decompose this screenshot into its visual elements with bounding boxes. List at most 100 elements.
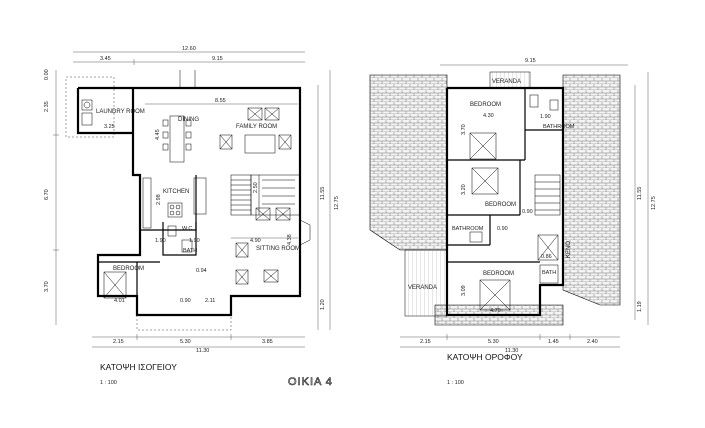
upper-right-dimensions: 11.55 12.75 1.19 <box>634 72 657 325</box>
ground-bottom-dimensions: 2.15 5.30 3.85 11.30 <box>92 334 305 354</box>
house-stamp: ΟΙΚΙΑ 4 <box>288 376 333 388</box>
bathroom1-wc <box>549 99 559 111</box>
dining-table <box>162 115 192 163</box>
dim-laundry-w: 3.25 <box>104 124 115 130</box>
room-bathroom1: BATHROOM <box>543 124 575 130</box>
kitchen-walls <box>139 175 197 231</box>
bedroom-walls <box>98 261 160 296</box>
dim-bath-small: 0.90 <box>497 226 508 232</box>
ground-floor-scale: 1 : 100 <box>100 380 117 386</box>
wc-fixture <box>167 225 177 237</box>
dim-bottom-b: 5.30 <box>180 339 191 345</box>
porch-outline <box>136 315 232 331</box>
bedroom1-walls <box>447 88 526 161</box>
sink-fixture <box>81 112 93 126</box>
kitchen-stove <box>167 202 183 218</box>
room-bedroom3: BEDROOM <box>483 271 514 277</box>
dim-bed-w3: 2.11 <box>205 298 215 304</box>
entry-door-top <box>179 70 196 88</box>
upper-floor-plan: 9.15 VERANDA VERANDA BEDROOM 4.30 3.70 1… <box>369 58 657 386</box>
dim-upper-bottom-total: 11.30 <box>505 348 518 354</box>
sitting-room-furniture <box>235 207 291 285</box>
dim-bed-w1: 4.01 <box>114 298 125 304</box>
ground-right-dimensions: 11.55 12.75 1.20 <box>317 70 340 330</box>
upper-floor-scale: 1 : 100 <box>447 380 464 386</box>
dim-left-b: 2.35 <box>44 101 50 112</box>
dim-bottom-total: 11.30 <box>196 348 209 354</box>
room-bath-upper: BATH <box>542 270 556 276</box>
dim-bed1-h: 3.70 <box>461 124 467 135</box>
dim-bath-w2: 1.90 <box>189 238 200 244</box>
dim-upper-bottom-d: 2.40 <box>587 339 598 345</box>
roof-left <box>369 74 448 251</box>
dim-dining-w: 8.55 <box>215 98 226 104</box>
dim-right-b: 12.75 <box>334 196 340 210</box>
bed-upper2 <box>471 167 499 195</box>
dim-upper-bottom-b: 5.30 <box>488 339 499 345</box>
staircase-ground <box>230 174 300 216</box>
ground-left-dimensions: 0.00 2.35 6.70 3.70 <box>44 69 59 325</box>
staircase-upper <box>534 174 561 216</box>
bedroom2-walls <box>447 160 521 216</box>
room-keno: ΚΕΝΟ <box>566 241 572 258</box>
dim-bottom-c: 3.85 <box>262 339 273 345</box>
dim-upper-bottom-a: 2.15 <box>420 339 431 345</box>
dim-upper-bottom-c: 1.45 <box>548 339 559 345</box>
dim-upper-right-c: 1.19 <box>637 301 643 312</box>
room-family: FAMILY ROOM <box>236 124 277 130</box>
dim-small: 0.94 <box>196 268 207 274</box>
bed-ground <box>103 271 127 299</box>
dim-top-left: 3.45 <box>100 56 111 62</box>
roof-right <box>562 74 621 306</box>
bathroom2-walls <box>447 215 491 246</box>
room-bedroom-ground: BEDROOM <box>113 266 144 272</box>
dim-bed2-w: 0.90 <box>522 209 533 215</box>
ground-top-dimensions: 12.60 3.45 9.15 <box>73 46 305 65</box>
bathroom2-fixture <box>469 231 483 243</box>
laundry-walls <box>76 86 133 135</box>
fireplace <box>299 219 311 246</box>
dim-upper-top: 9.15 <box>525 58 536 64</box>
label-bath: BATH <box>183 248 197 254</box>
room-laundry: LAUNDRY ROOM <box>96 109 145 115</box>
bathroom1-tub <box>529 94 539 108</box>
room-sitting: SITTING ROOM <box>256 246 300 252</box>
room-veranda-top: VERANDA <box>492 79 521 85</box>
veranda-left <box>404 249 448 317</box>
room-kitchen: KITCHEN <box>163 189 189 195</box>
dim-left-a: 0.00 <box>44 69 50 80</box>
void-area <box>537 234 559 261</box>
room-veranda-left: VERANDA <box>408 285 437 291</box>
dim-bed1-w: 4.30 <box>483 113 494 119</box>
kitchen-fridge <box>193 177 207 215</box>
dim-bath-w1: 1.90 <box>155 238 166 244</box>
bath-fixture <box>181 239 193 253</box>
bed-upper3 <box>479 279 511 311</box>
dim-bottom-a: 2.15 <box>113 339 124 345</box>
ground-floor-plan: 12.60 3.45 9.15 0.00 2.35 6.70 3.70 11.5… <box>44 46 340 386</box>
ground-floor-title: ΚΑΤΟΨΗ ΙΣΟΓΕΙΟΥ <box>100 362 177 372</box>
dim-stair-w: 2.50 <box>253 182 259 193</box>
ground-outer-walls <box>96 86 302 317</box>
dim-bed-w2: 0.90 <box>180 298 191 304</box>
dim-bed3-h: 3.09 <box>461 285 467 296</box>
dim-top-total: 12.60 <box>182 46 196 52</box>
room-bedroom1: BEDROOM <box>470 102 501 108</box>
dim-misc: 0.86 <box>541 254 552 260</box>
room-bathroom2: BATHROOM <box>452 226 484 232</box>
bath-upper-fixture <box>539 264 559 284</box>
upper-bottom-dimensions: 2.15 5.30 1.45 2.40 11.30 <box>400 334 620 354</box>
dim-kitchen-h: 2.98 <box>156 194 162 205</box>
dim-sitting-h: 4.38 <box>287 234 293 245</box>
dim-bath-w: 1.90 <box>540 114 551 120</box>
room-dining: DINING <box>178 117 199 123</box>
laundry-outline <box>65 76 115 138</box>
washer-fixture <box>81 99 93 111</box>
dim-top-right: 9.15 <box>212 56 223 62</box>
dim-left-d: 3.70 <box>44 281 50 292</box>
dim-sitting-w: 4.90 <box>250 238 261 244</box>
dim-bed2-h: 3.20 <box>461 184 467 195</box>
dim-right-c: 1.20 <box>320 299 326 310</box>
room-bedroom2: BEDROOM <box>485 202 516 208</box>
label-wc: W.C. <box>182 226 194 232</box>
